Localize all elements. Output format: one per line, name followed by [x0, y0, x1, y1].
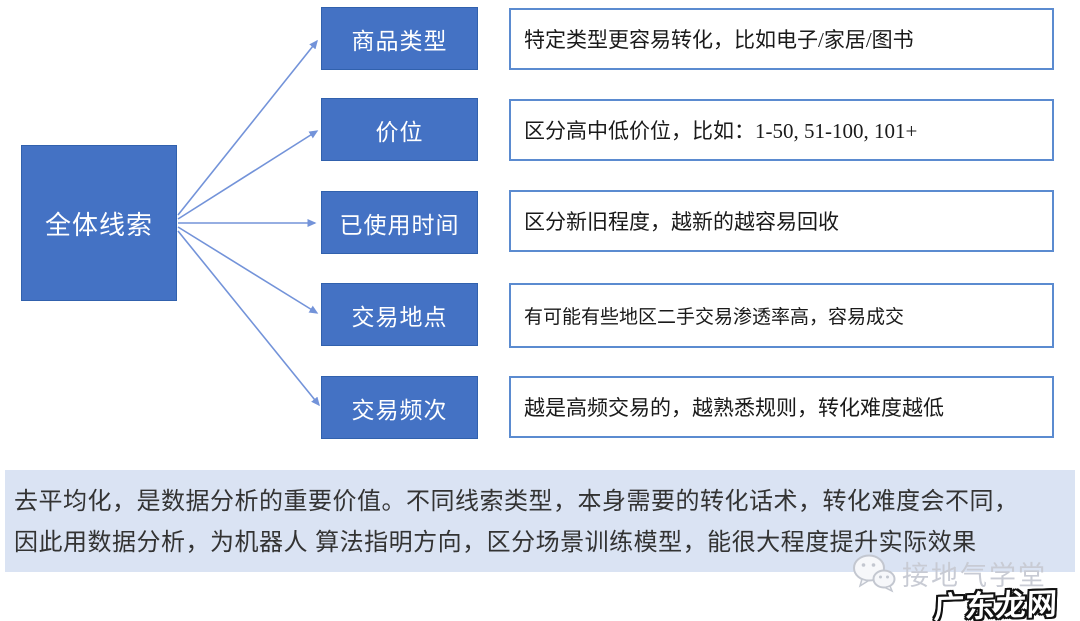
desc-box-usage-time: 区分新旧程度，越新的越容易回收 — [509, 190, 1054, 252]
root-node: 全体线索 — [21, 145, 177, 301]
brand-watermark: 接地气学堂 — [852, 553, 1047, 593]
summary-line-1: 去平均化，是数据分析的重要价值。不同线索类型，本身需要的转化话术，转化难度会不同… — [14, 488, 1019, 515]
root-node-label: 全体线索 — [44, 209, 153, 240]
branch-label: 交易地点 — [351, 303, 448, 330]
desc-box-trade-location: 有可能有些地区二手交易渗透率高，容易成交 — [509, 283, 1054, 348]
desc-text: 区分新旧程度，越新的越容易回收 — [524, 210, 839, 234]
branch-label: 商品类型 — [351, 27, 448, 54]
desc-text: 越是高频交易的，越熟悉规则，转化难度越低 — [524, 396, 944, 420]
desc-box-price-range: 区分高中低价位，比如：1-50, 51-100, 101+ — [509, 99, 1054, 161]
branch-label: 已使用时间 — [339, 211, 460, 238]
site-watermark: 广东龙网 — [933, 587, 1059, 621]
branch-node-usage-time: 已使用时间 — [321, 191, 478, 254]
branch-node-trade-location: 交易地点 — [321, 283, 478, 346]
branch-label: 价位 — [375, 118, 424, 145]
desc-box-product-type: 特定类型更容易转化，比如电子/家居/图书 — [509, 8, 1054, 70]
desc-text: 有可能有些地区二手交易渗透率高，容易成交 — [524, 307, 905, 328]
branch-node-price-range: 价位 — [321, 98, 478, 161]
desc-text: 区分高中低价位，比如：1-50, 51-100, 101+ — [524, 119, 918, 143]
branch-node-product-type: 商品类型 — [321, 7, 478, 70]
summary-line-2: 因此用数据分析，为机器人 算法指明方向，区分场景训练模型，能很大程度提升实际效果 — [14, 529, 977, 556]
summary-banner: 去平均化，是数据分析的重要价值。不同线索类型，本身需要的转化话术，转化难度会不同… — [5, 470, 1075, 572]
desc-box-trade-frequency: 越是高频交易的，越熟悉规则，转化难度越低 — [509, 376, 1054, 438]
branch-node-trade-frequency: 交易频次 — [321, 376, 478, 439]
wechat-icon — [853, 554, 896, 593]
branch-label: 交易频次 — [351, 396, 448, 423]
desc-text: 特定类型更容易转化，比如电子/家居/图书 — [524, 28, 914, 52]
brand-watermark-text: 接地气学堂 — [902, 560, 1047, 591]
